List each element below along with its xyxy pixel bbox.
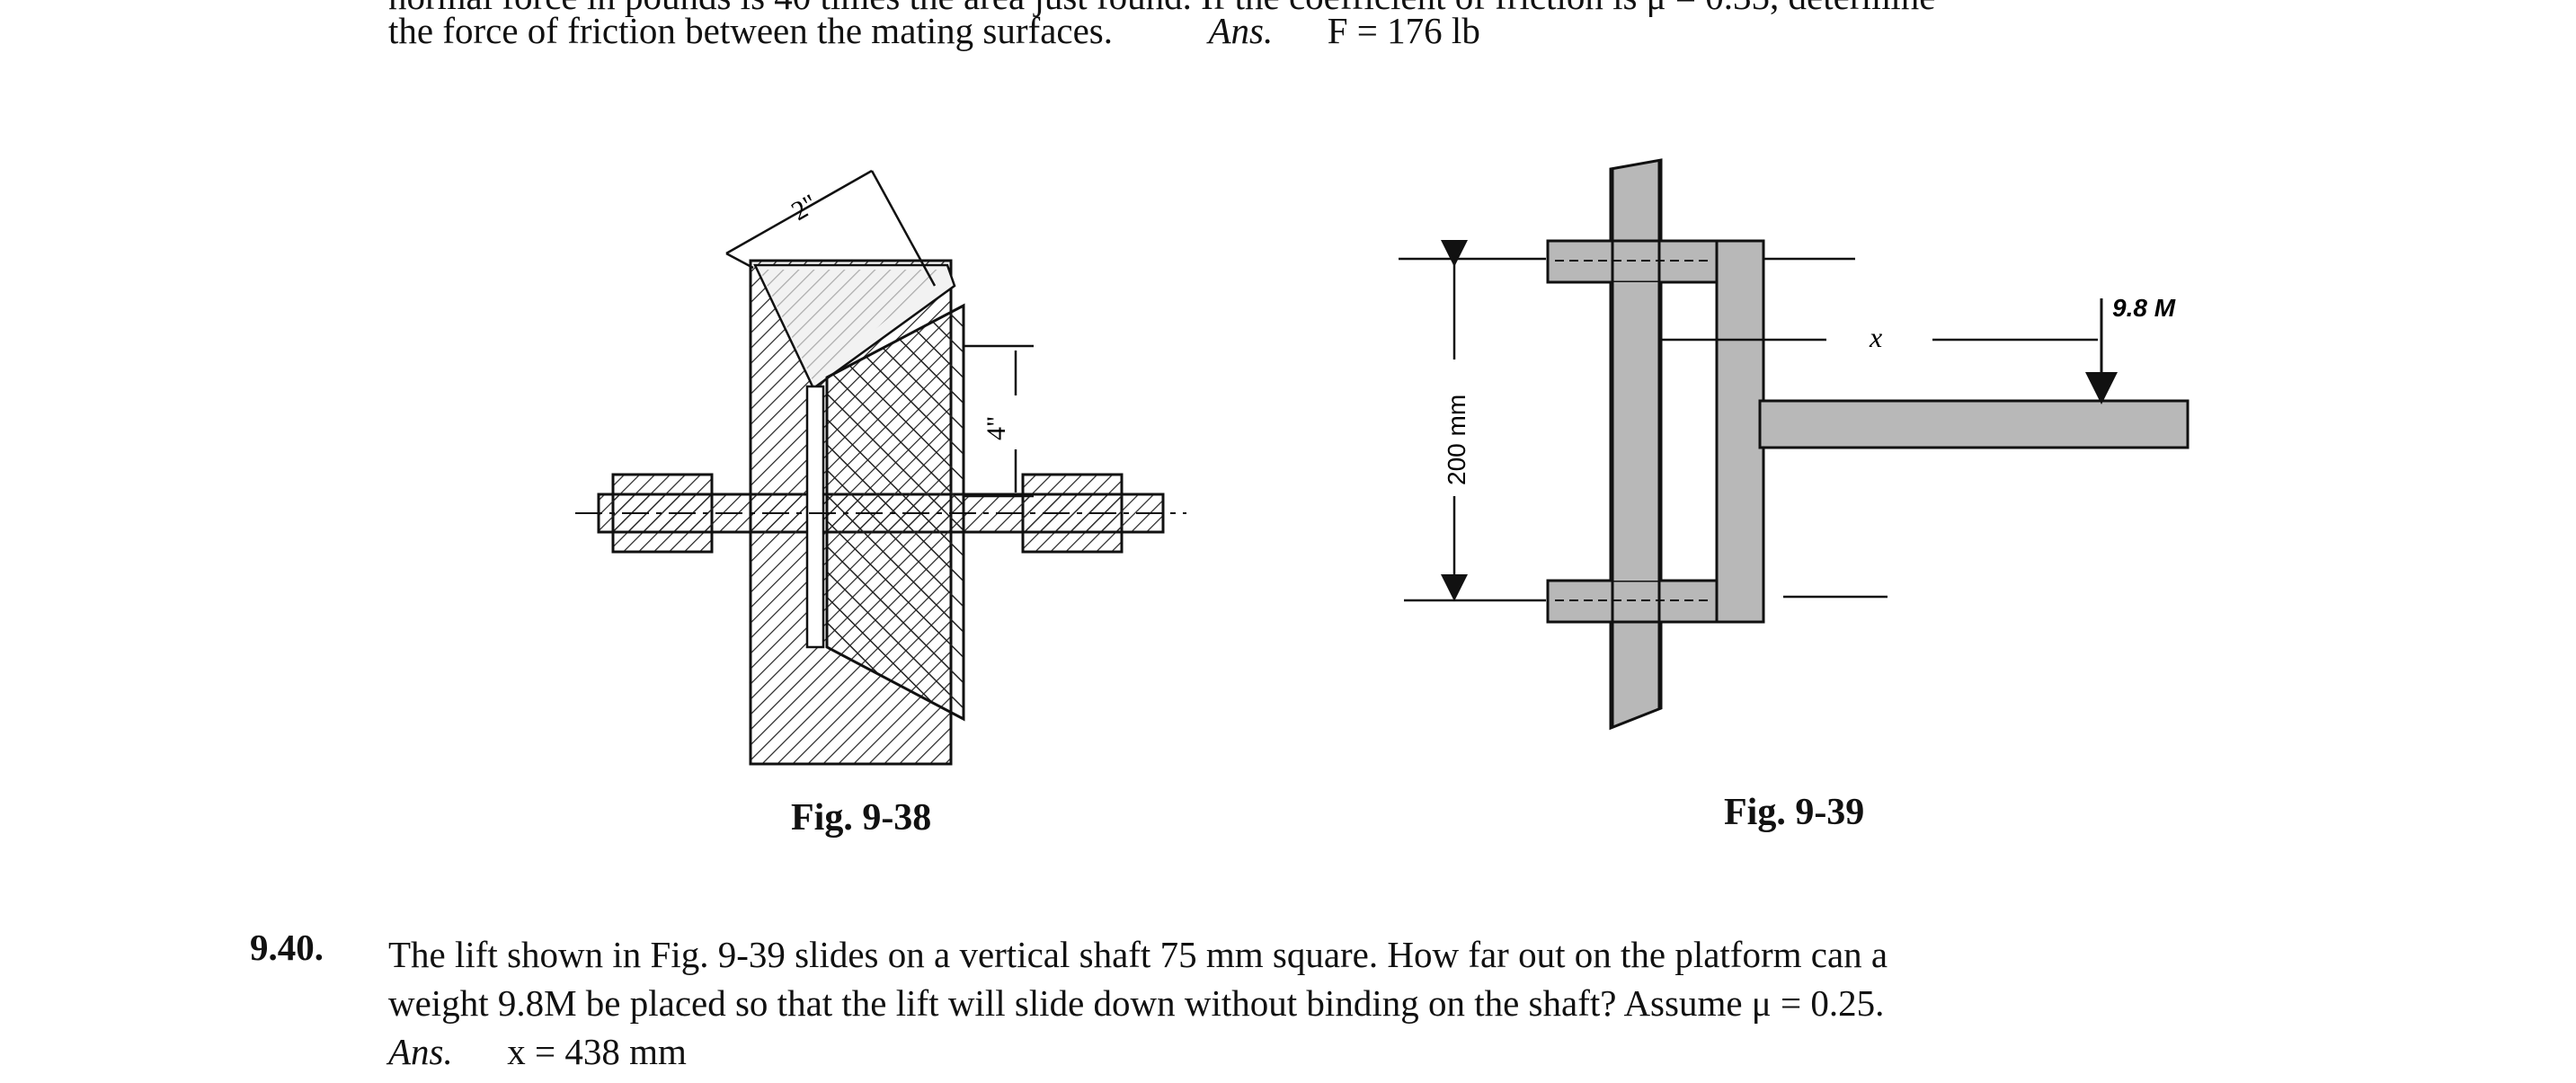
fig-9-38-drawing [575,169,1186,766]
answer-label: Ans. [388,1031,453,1072]
prev-problem-text: the force of friction between the mating… [388,10,1113,51]
prev-problem-cut-line: normal force in pounds is 40 times the a… [388,0,1935,20]
problem-number: 9.40. [250,927,324,968]
prev-answer-value: F = 176 lb [1327,10,1480,51]
prev-answer-label: Ans. [1208,10,1274,51]
load-label: 9.8 M [2112,294,2176,322]
problem-line-2: weight 9.8M be placed so that the lift w… [388,982,1885,1024]
dim-200mm-label: 200 mm [1443,395,1470,485]
platform-arm [1758,399,2190,449]
lift-frame [1715,239,1765,624]
answer-value: x = 438 mm [507,1031,687,1072]
x-label: x [1869,321,1882,353]
problem-answer: Ans. x = 438 mm [388,1028,687,1075]
fig-9-39-caption: Fig. 9-39 [1724,792,1865,833]
prev-problem-line: the force of friction between the mating… [388,7,1480,54]
problem-line-1: The lift shown in Fig. 9-39 slides on a … [388,934,1888,975]
center-slot [805,385,825,649]
fig-9-39-drawing [1399,158,2190,731]
fig-9-38-caption: Fig. 9-38 [791,797,932,839]
dim-2in-label: 2" [786,189,822,226]
dim-4in-label: 4" [982,416,1011,440]
